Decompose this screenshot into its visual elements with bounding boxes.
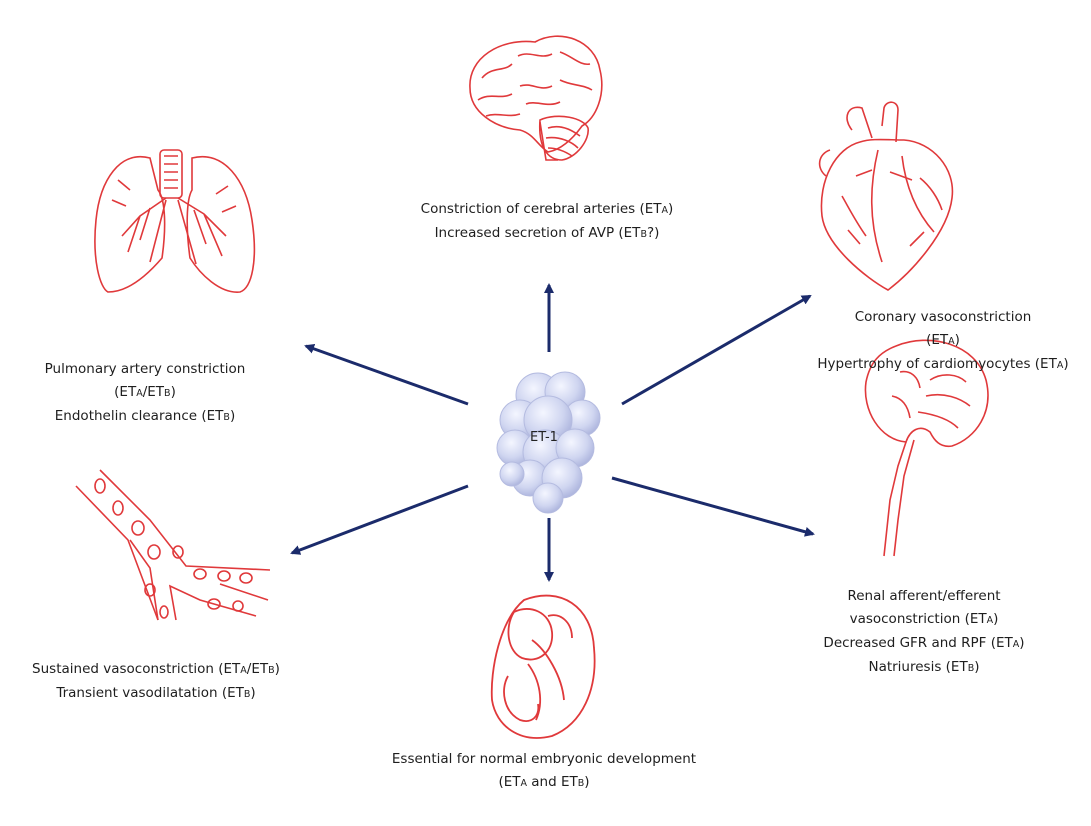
vessel-line1-sub-b: B <box>268 665 275 676</box>
embryo-line1: Essential for normal embryonic developme… <box>354 748 734 771</box>
embryo-caption: Essential for normal embryonic developme… <box>354 748 734 795</box>
lungs-line3-post: ) <box>230 408 235 424</box>
embryo-line2-sub-a: A <box>520 778 527 789</box>
kidney-line1: Renal afferent/efferent <box>800 585 1048 608</box>
brain-line1-sub: A <box>662 205 669 216</box>
vessel-line1-sub-a: A <box>240 665 247 676</box>
embryo-line2-mid: and ET <box>527 774 578 790</box>
lungs-line2-mid: /ET <box>143 384 164 400</box>
kidney-line3-post: ) <box>1019 635 1024 651</box>
lungs-line2-text: (ET <box>114 384 136 400</box>
heart-line1: Coronary vasoconstriction <box>808 306 1078 329</box>
brain-line2-post: ?) <box>647 225 659 241</box>
vessel-line2-text: Transient vasodilatation (ET <box>56 685 244 701</box>
kidney-caption: Renal afferent/efferent vasoconstriction… <box>800 585 1048 680</box>
brain-line2-sub: B <box>640 229 647 240</box>
heart-line3-sub: A <box>1057 360 1064 371</box>
kidney-line2-post: ) <box>993 611 998 627</box>
kidney-line3-text: Decreased GFR and RPF (ET <box>823 635 1012 651</box>
lungs-caption: Pulmonary artery constriction (ETA/ETB) … <box>14 358 276 429</box>
heart-icon <box>820 102 953 290</box>
kidney-line3-sub: A <box>1013 639 1020 650</box>
brain-line1-post: ) <box>668 201 673 217</box>
kidney-line2-text: vasoconstriction (ET <box>850 611 987 627</box>
brain-caption: Constriction of cerebral arteries (ETA) … <box>372 198 722 246</box>
vessel-line1-text: Sustained vasoconstriction (ET <box>32 661 240 677</box>
lungs-line2-end: ) <box>171 384 176 400</box>
kidney-line2-sub: A <box>987 615 994 626</box>
heart-line2-post: ) <box>955 332 960 348</box>
embryo-icon <box>492 596 595 738</box>
arrow-to-lungs <box>306 346 468 404</box>
arrow-to-kidney <box>612 478 813 534</box>
kidney-line4-sub: B <box>968 663 975 674</box>
vessel-icon <box>76 470 270 620</box>
heart-line2-sub: A <box>948 336 955 347</box>
vessel-line1-end: ) <box>275 661 280 677</box>
embryo-line2-end: ) <box>584 774 589 790</box>
vessel-line2-post: ) <box>250 685 255 701</box>
lungs-icon <box>95 150 254 292</box>
heart-line3-text: Hypertrophy of cardiomyocytes (ET <box>817 356 1056 372</box>
heart-line3-post: ) <box>1063 356 1068 372</box>
heart-caption: Coronary vasoconstriction (ETA) Hypertro… <box>808 306 1078 377</box>
vessel-line1-mid: /ET <box>247 661 268 677</box>
arrow-to-vessel <box>292 486 468 553</box>
lungs-line3-text: Endothelin clearance (ET <box>55 408 224 424</box>
lungs-line1: Pulmonary artery constriction <box>14 358 276 381</box>
arrow-to-heart <box>622 296 810 404</box>
lungs-line3-sub: B <box>223 412 230 423</box>
lungs-line2-sub-a: A <box>136 388 143 399</box>
brain-line1-text: Constriction of cerebral arteries (ET <box>421 201 662 217</box>
heart-line2-text: (ET <box>926 332 948 348</box>
et1-label: ET-1 <box>530 430 558 445</box>
vessel-line2-sub: B <box>244 689 251 700</box>
vessel-caption: Sustained vasoconstriction (ETA/ETB) Tra… <box>6 658 306 706</box>
lungs-line2-sub-b: B <box>164 388 171 399</box>
embryo-line2-text: (ET <box>498 774 520 790</box>
brain-line2-text: Increased secretion of AVP (ET <box>435 225 641 241</box>
embryo-line2-sub-b: B <box>578 778 585 789</box>
brain-icon <box>470 36 602 160</box>
kidney-line4-post: ) <box>974 659 979 675</box>
kidney-line4-text: Natriuresis (ET <box>868 659 967 675</box>
